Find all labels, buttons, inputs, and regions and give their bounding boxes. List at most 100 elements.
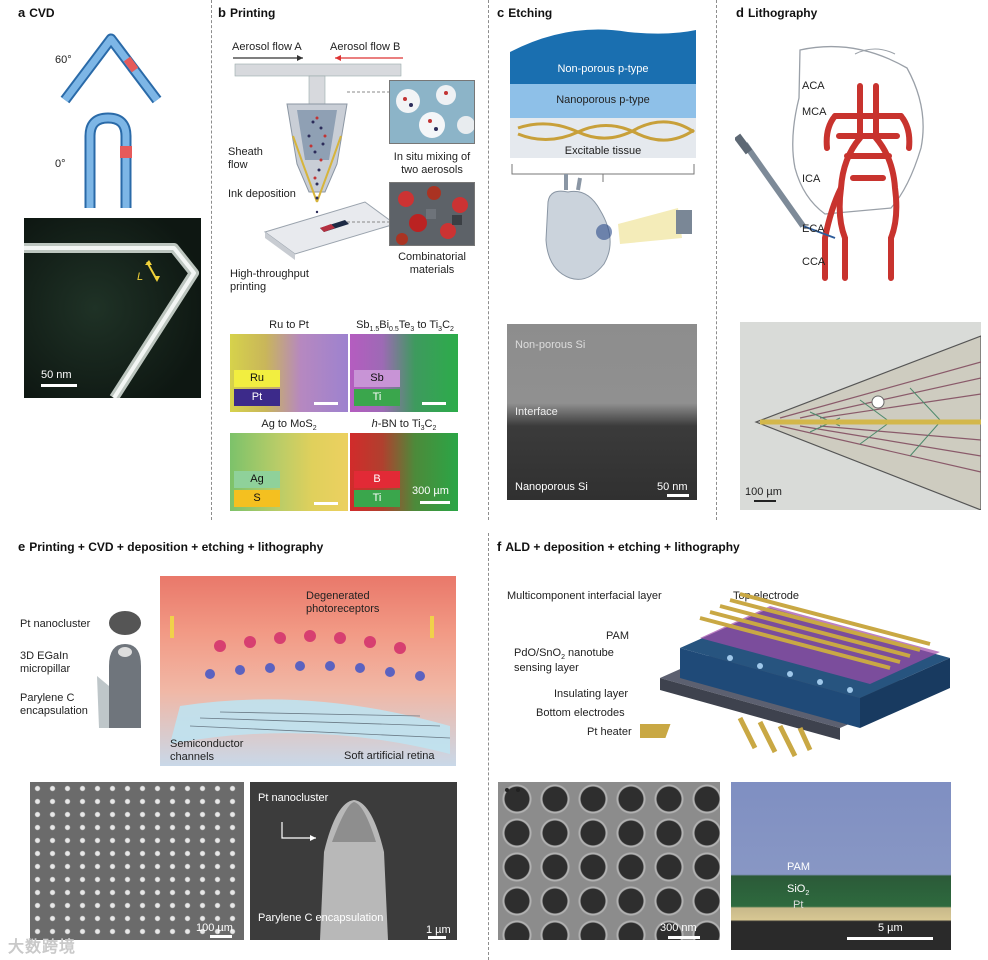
bent-wire-60	[60, 33, 162, 104]
layer-stack: Non-porous p-type Nanoporous p-type Exci…	[508, 22, 698, 160]
map-sb-ti: Sb Ti	[350, 334, 458, 412]
insulating-layer-label: Insulating layer	[554, 688, 628, 700]
scale-bar-label: 5 µm	[878, 922, 903, 934]
map3-title: Ag to MoS2	[261, 418, 317, 433]
scale-bar	[420, 501, 450, 504]
scale-bar-label: 300 nm	[660, 922, 697, 934]
aerosol-b-label: Aerosol flow B	[330, 41, 401, 53]
chip-ti: Ti	[354, 389, 400, 406]
aerosol-droplets	[396, 85, 474, 138]
nanowire-trace	[24, 243, 199, 398]
insitu-mixing-image	[389, 80, 475, 144]
egain-label: 3D EGaIn micropillar	[20, 650, 71, 675]
neural-probe	[754, 335, 982, 511]
chip-ru: Ru	[234, 370, 280, 387]
chip-b: B	[354, 471, 400, 488]
chip-pt: Pt	[234, 389, 280, 406]
aerosol-a-label: Aerosol flow A	[232, 41, 302, 53]
scale-bar	[428, 936, 446, 939]
single-pillar-graphic	[281, 800, 388, 940]
sem-interface-label: Interface	[515, 406, 558, 418]
divider-ef	[488, 533, 489, 960]
divider-cd	[716, 0, 717, 520]
top-electrode-label: Top electrode	[733, 590, 800, 602]
nonporous-layer-label: Non-porous p-type	[557, 63, 649, 75]
cross-section-sem: PAM SiO2 Pt 5 µm	[731, 782, 951, 950]
combinatorial-label: Combinatorial materials	[398, 251, 466, 276]
scale-bar-label: 1 µm	[426, 924, 451, 936]
scale-bar-label: 50 nm	[657, 481, 688, 493]
panel-letter: f	[497, 539, 502, 554]
combinatorial-image	[389, 182, 475, 246]
degenerated-photoreceptors-label: Degenerated photoreceptors	[306, 590, 380, 615]
divider-ab	[211, 0, 212, 520]
parylene-label: Parylene C encapsulation	[20, 692, 88, 717]
marker-dot	[505, 788, 509, 792]
scale-bar	[314, 402, 338, 405]
scale-bar	[847, 937, 933, 940]
map1-title: Ru to Pt	[269, 319, 309, 331]
insitu-mixing-label: In situ mixing of two aerosols	[393, 151, 471, 176]
scale-bar	[41, 384, 77, 387]
sem-sio2-label: SiO2	[787, 883, 810, 898]
excitable-tissue-label: Excitable tissue	[564, 145, 642, 157]
scale-bar-label: 300 µm	[412, 485, 449, 497]
interfacial-layer-label: Multicomponent interfacial layer	[507, 590, 662, 602]
chip-ag: Ag	[234, 471, 280, 488]
pt-heater-label: Pt heater	[587, 726, 632, 738]
sem-nanoporous-label: Nanoporous Si	[515, 481, 588, 493]
chip-s: S	[234, 490, 280, 507]
divider-bc	[488, 0, 489, 520]
length-marker-label: L	[137, 271, 144, 283]
nanoporous-layer-label: Nanoporous p-type	[556, 94, 650, 106]
single-pillar-sem: Pt nanocluster Parylene C encapsulation …	[250, 782, 457, 940]
panel-letter: a	[18, 5, 26, 20]
pillar-array-sem: 100 µm	[30, 782, 244, 940]
watermark: 大数跨境	[8, 939, 77, 956]
sem-parylene-label: Parylene C encapsulation	[258, 912, 384, 924]
scale-bar	[668, 936, 700, 939]
soft-retina-label: Soft artificial retina	[344, 750, 435, 762]
pdo-sensing-label: PdO/SnO2 nanotube	[514, 647, 614, 662]
scale-bar-label: 100 µm	[745, 486, 782, 498]
pdo-sensing-label-2: sensing layer	[514, 662, 579, 674]
panel-title: CVD	[29, 6, 55, 20]
pam-label: PAM	[606, 630, 630, 642]
artery-eca-label: ECA	[802, 223, 825, 235]
sem-pam-label: PAM	[787, 861, 811, 873]
artery-cca-label: CCA	[802, 256, 826, 268]
map-b-ti: B Ti 300 µm	[350, 433, 458, 511]
sem-pt-nanocluster-label: Pt nanocluster	[258, 792, 329, 804]
micropillar-illustration	[97, 611, 141, 728]
sheath-flow-label: Sheath flow	[228, 146, 263, 171]
sem-nonporous-label: Non-porous Si	[515, 339, 586, 351]
bent-wire-0	[84, 112, 132, 208]
chip-sb: Sb	[354, 370, 400, 387]
retina-graphic	[170, 616, 451, 754]
nanotube-sem: 300 nm	[498, 782, 720, 940]
map4-title: h-BN to Ti3C2	[371, 418, 437, 433]
sensor-stack-illustration	[640, 592, 950, 758]
angle-0-label: 0°	[55, 158, 66, 170]
scale-bar-label: 100 µm	[196, 922, 233, 934]
scale-bar	[210, 935, 232, 938]
ink-deposition-label: Ink deposition	[228, 188, 296, 200]
map-ag-s: Ag S	[230, 433, 348, 511]
scale-bar	[314, 502, 338, 505]
panel-d-micrograph: 100 µm	[740, 322, 982, 511]
panel-title: Lithography	[747, 6, 818, 20]
panel-a-sem-image: L 50 nm	[24, 218, 201, 398]
heart-illustration	[511, 164, 695, 280]
high-throughput-label: High-throughput printing	[230, 268, 309, 293]
printer-schematic	[233, 55, 403, 260]
artery-ica-label: ICA	[802, 173, 821, 185]
panel-letter: d	[736, 5, 744, 20]
panel-title: Etching	[508, 6, 553, 20]
scale-bar	[422, 402, 446, 405]
